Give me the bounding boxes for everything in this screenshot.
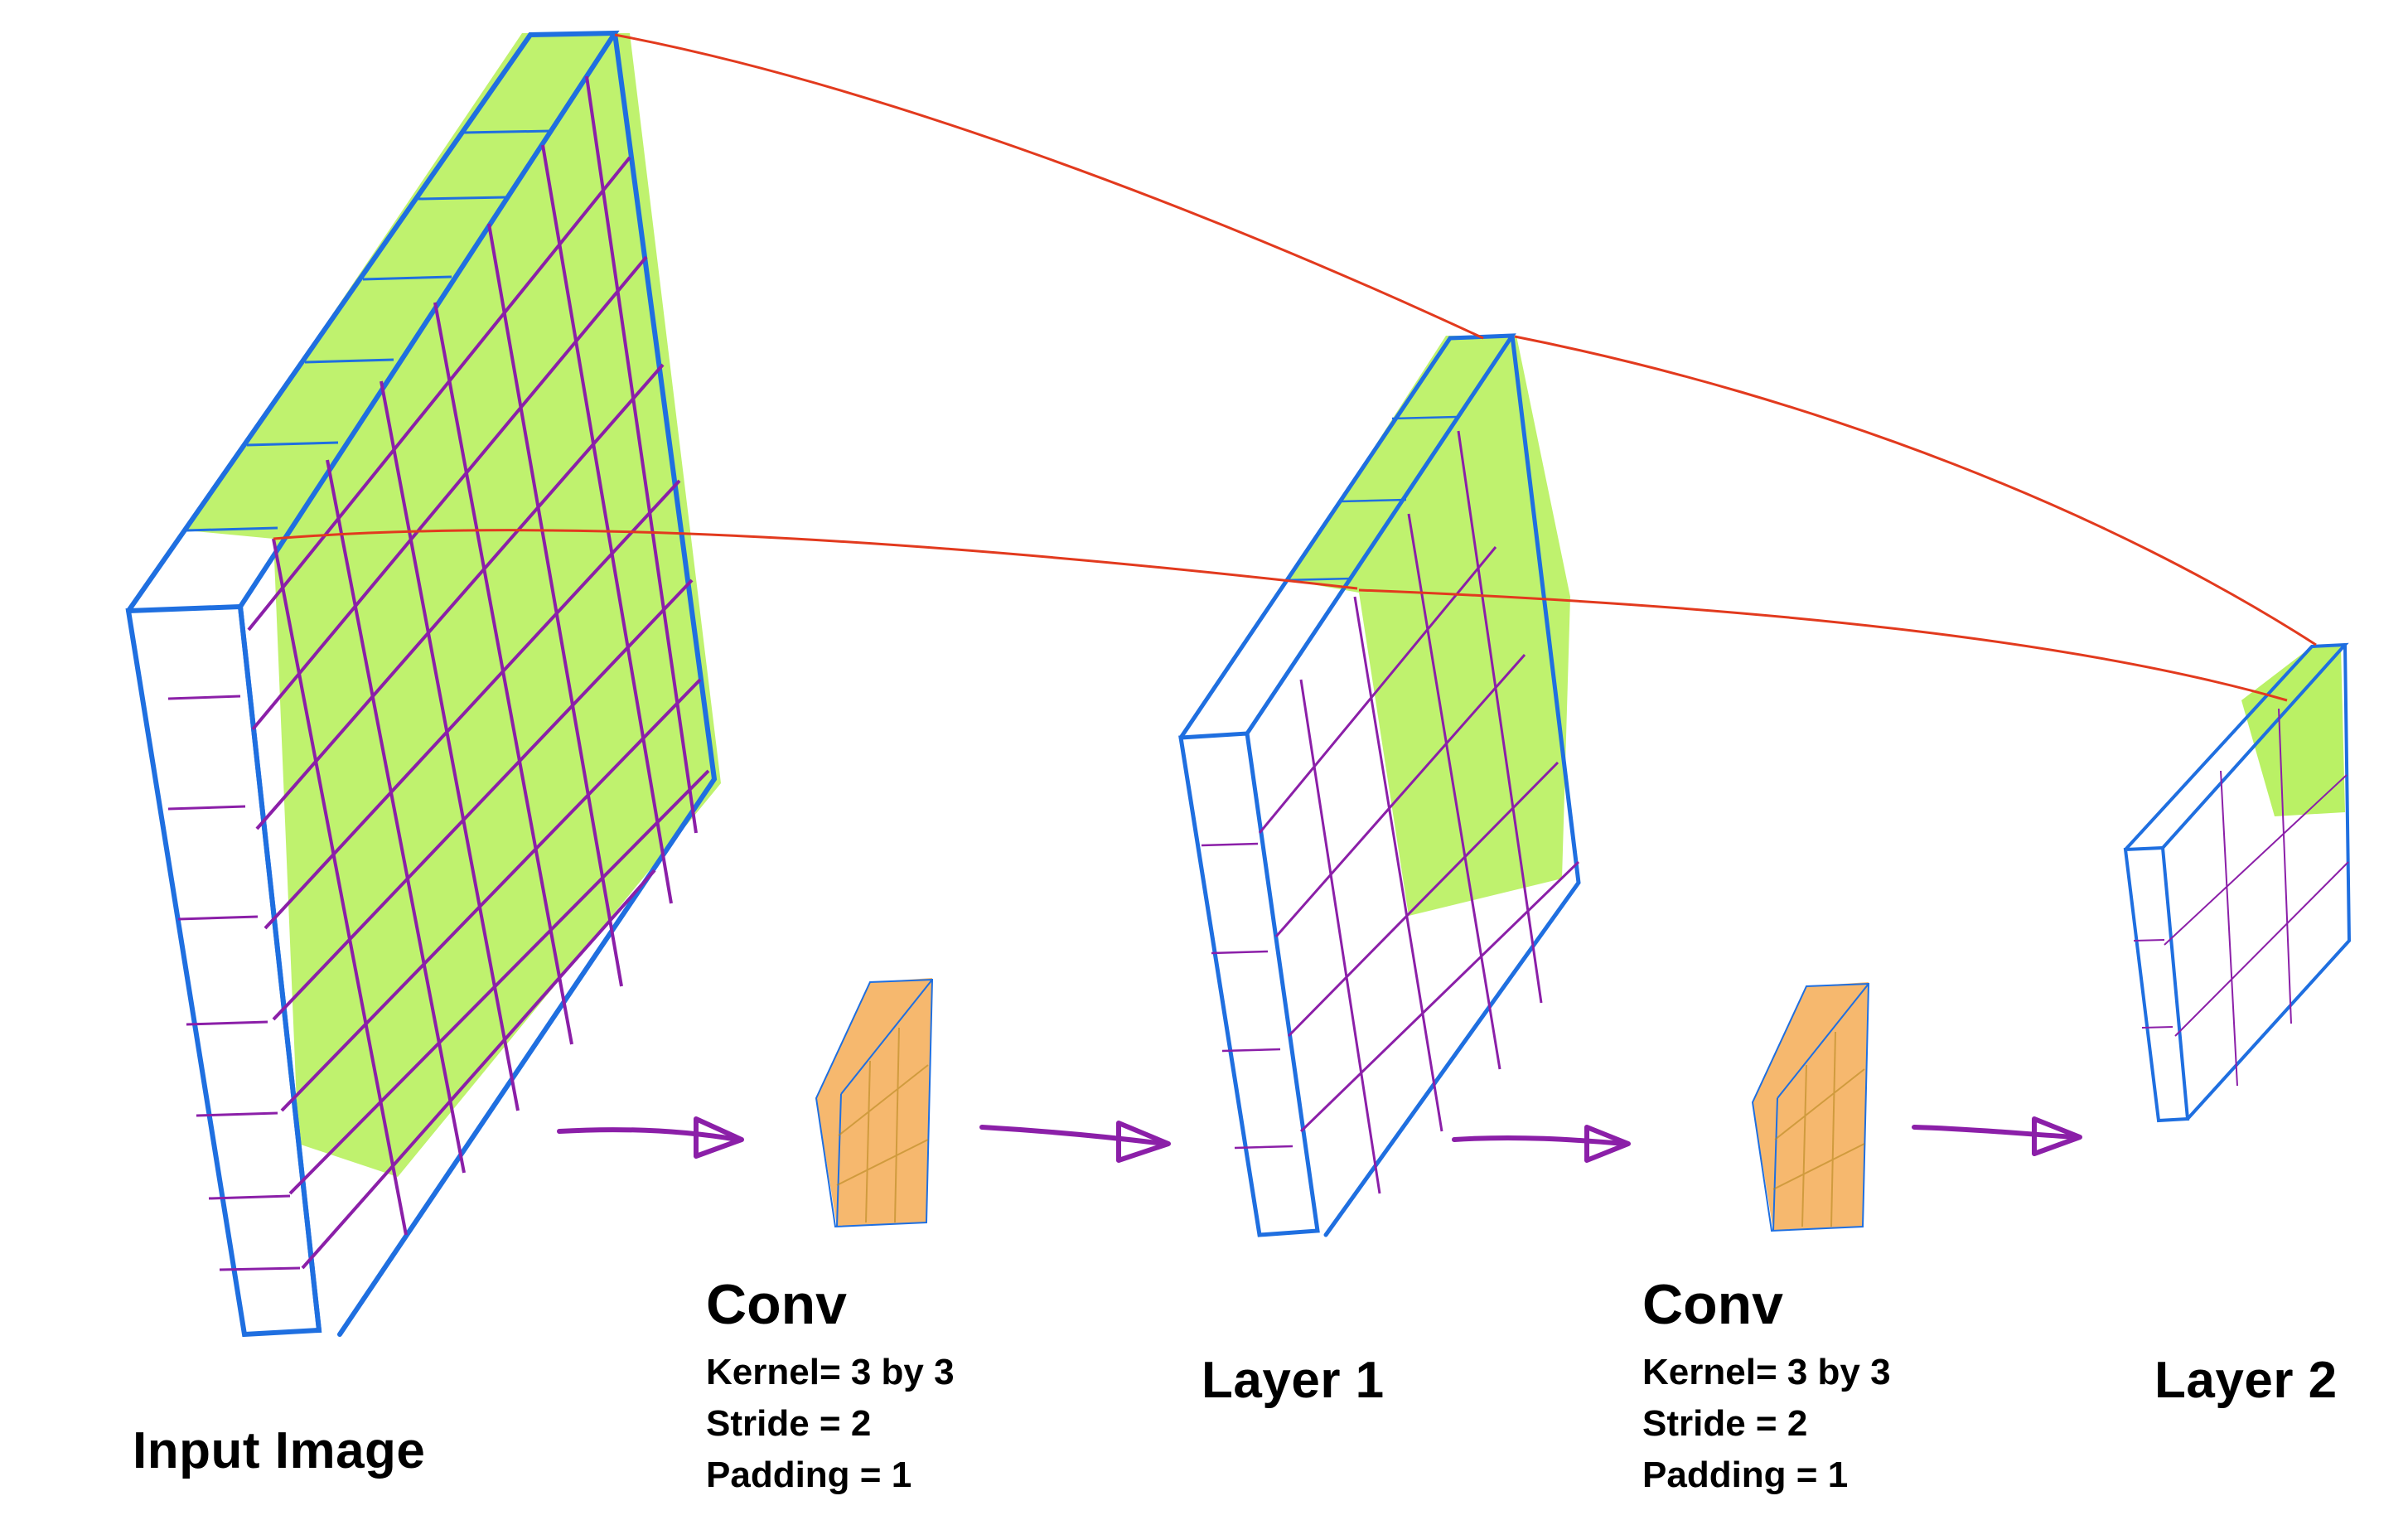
rf-line-top-input-to-layer1 <box>614 33 1484 340</box>
conv-title: Conv <box>706 1273 847 1336</box>
conv-title: Conv <box>1642 1273 1783 1336</box>
receptive-field-lines <box>273 33 2317 702</box>
input-top-grid <box>186 129 552 532</box>
conv-kernel-param: Kernel= 3 by 3 <box>1642 1352 1891 1392</box>
layer2-receptive-field-highlight <box>2241 646 2345 816</box>
conv-padding-param: Padding = 1 <box>706 1455 912 1495</box>
layer2-frame-top-depth <box>2124 642 2349 851</box>
arrow-conv1-to-layer1 <box>979 1121 1171 1163</box>
input-frame-right-edge <box>337 31 718 1337</box>
conv-stride-param: Stride = 2 <box>706 1403 872 1444</box>
layer2-main-grid <box>2164 708 2349 1087</box>
input-frame-top-depth <box>126 30 620 613</box>
layer1-top-grid <box>1284 415 1458 582</box>
layer1-volume <box>1178 333 1581 1237</box>
conv-block-1: Conv Kernel= 3 by 3 Stride = 2 Padding =… <box>706 1272 955 1501</box>
input-main-grid <box>247 75 710 1270</box>
conv-block-2: Conv Kernel= 3 by 3 Stride = 2 Padding =… <box>1642 1272 1891 1501</box>
layer2-frame <box>2123 642 2352 1123</box>
layer1-front-grid <box>1201 842 1293 1150</box>
arrow-input-to-conv1 <box>557 1116 744 1159</box>
rf-line-lower-input-to-layer1 <box>273 529 1358 590</box>
layer2-front-grid <box>2133 939 2173 1029</box>
rf-line-top-layer1-to-layer2 <box>1514 335 2317 646</box>
input-front-grid <box>167 695 301 1271</box>
layer1-label: Layer 1 <box>1202 1352 1385 1409</box>
kernel-1 <box>815 978 934 1228</box>
input-image-volume <box>125 30 721 1338</box>
kernel-2 <box>1751 982 1870 1232</box>
layer1-frame-front <box>1178 731 1320 1237</box>
layer1-frame-right-edge <box>1323 333 1581 1237</box>
arrows <box>557 1116 2082 1163</box>
arrow-layer1-to-conv2 <box>1452 1125 1631 1163</box>
layer2-label: Layer 2 <box>2154 1352 2338 1409</box>
input-image-label: Input Image <box>133 1422 426 1479</box>
layer2-frame-front <box>2123 845 2190 1123</box>
rf-line-lower-layer1-to-layer2 <box>1358 588 2288 702</box>
conv-kernel-param: Kernel= 3 by 3 <box>706 1352 955 1392</box>
layer2-frame-right-edge <box>2186 643 2352 1121</box>
layer1-main-grid <box>1258 430 1580 1194</box>
layer2-volume <box>2123 642 2352 1123</box>
conv-padding-param: Padding = 1 <box>1642 1455 1849 1495</box>
conv-stride-param: Stride = 2 <box>1642 1403 1808 1444</box>
arrow-conv2-to-layer2 <box>1912 1116 2082 1156</box>
